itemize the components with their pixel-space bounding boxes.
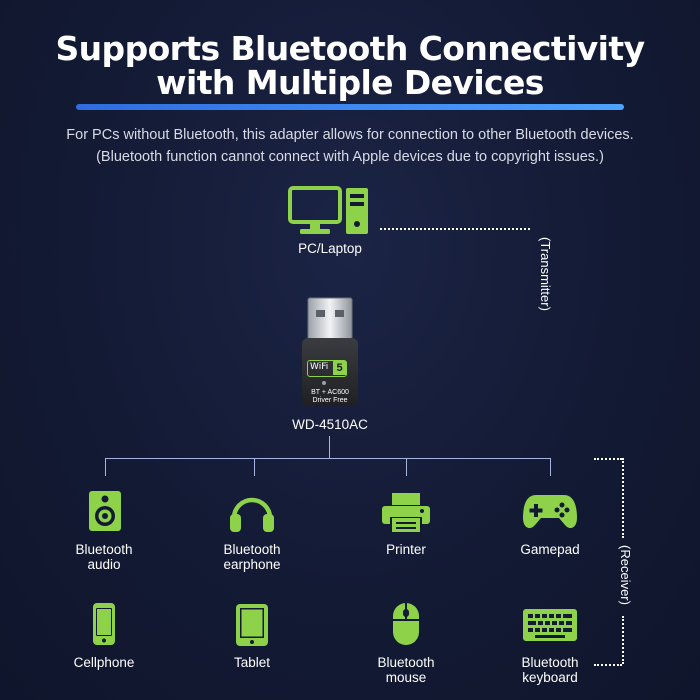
- receiver-label-line-1: Bluetooth: [75, 542, 133, 557]
- pc-icon: [288, 186, 368, 234]
- cellphone-icon: [93, 603, 115, 645]
- receiver-label-cellphone: Cellphone: [73, 655, 135, 670]
- tree-branch-2: [254, 458, 255, 476]
- tree-branch-3: [406, 458, 407, 476]
- tree-branch-4: [550, 458, 551, 476]
- tablet-icon: [236, 604, 268, 646]
- receiver-side-label: (Receiver): [618, 545, 633, 605]
- receiver-label-line-2: mouse: [385, 670, 427, 685]
- adapter-model-label: WD-4510AC: [292, 417, 368, 432]
- receiver-label-line-1: Bluetooth: [521, 655, 579, 670]
- pc-laptop-label: PC/Laptop: [298, 241, 362, 256]
- receiver-label-tablet: Tablet: [233, 655, 271, 670]
- receiver-label-printer: Printer: [386, 542, 426, 557]
- usb-adapter-icon: [302, 297, 358, 406]
- receiver-label-line-2: earphone: [223, 557, 281, 572]
- keyboard-icon: [523, 609, 577, 641]
- receiver-bracket-bottom: [594, 664, 622, 666]
- gamepad-icon: [523, 495, 577, 529]
- receiver-label-line-2: audio: [87, 557, 121, 572]
- transmitter-side-label: (Transmitter): [538, 237, 553, 311]
- printer-icon: [382, 493, 430, 533]
- wifi-badge-text: WiFi: [310, 362, 329, 372]
- receiver-bracket-upper: [622, 458, 624, 538]
- subtitle-line-2: (Bluetooth function cannot connect with …: [96, 149, 604, 165]
- receiver-label-gamepad: Gamepad: [520, 542, 580, 557]
- receiver-label-line-2: keyboard: [522, 670, 578, 685]
- adapter-print-line-1: BT + AC600: [311, 389, 349, 396]
- receiver-label-bluetooth-audio: Bluetooth audio: [44, 542, 164, 572]
- wifi5-badge: WiFi 5: [307, 360, 347, 377]
- subtitle-line-1: For PCs without Bluetooth, this adapter …: [66, 127, 634, 143]
- wifi-badge-number: 5: [333, 361, 346, 375]
- receiver-label-bluetooth-keyboard: Bluetooth keyboard: [490, 655, 610, 685]
- adapter-print-line-2: Driver Free: [312, 397, 348, 404]
- receiver-label-line-1: Bluetooth: [377, 655, 435, 670]
- mouse-icon: [393, 603, 419, 645]
- tree-stem-line: [329, 436, 330, 458]
- headphones-icon: [230, 497, 274, 532]
- title-underline: [76, 104, 624, 110]
- transmitter-connector-line: [380, 228, 530, 230]
- page-title-line-1: Supports Bluetooth Connectivity: [55, 29, 646, 68]
- tree-branch-1: [105, 458, 106, 476]
- speaker-icon: [89, 491, 121, 531]
- receiver-bracket-top: [594, 458, 622, 460]
- tree-horizontal-line: [105, 458, 551, 459]
- adapter-led: [322, 381, 326, 385]
- page-title-line-2: with Multiple Devices: [156, 63, 544, 102]
- receiver-label-bluetooth-mouse: Bluetooth mouse: [346, 655, 466, 685]
- receiver-bracket-lower: [622, 616, 624, 664]
- receiver-label-bluetooth-earphone: Bluetooth earphone: [192, 542, 312, 572]
- receiver-label-line-1: Bluetooth: [223, 542, 281, 557]
